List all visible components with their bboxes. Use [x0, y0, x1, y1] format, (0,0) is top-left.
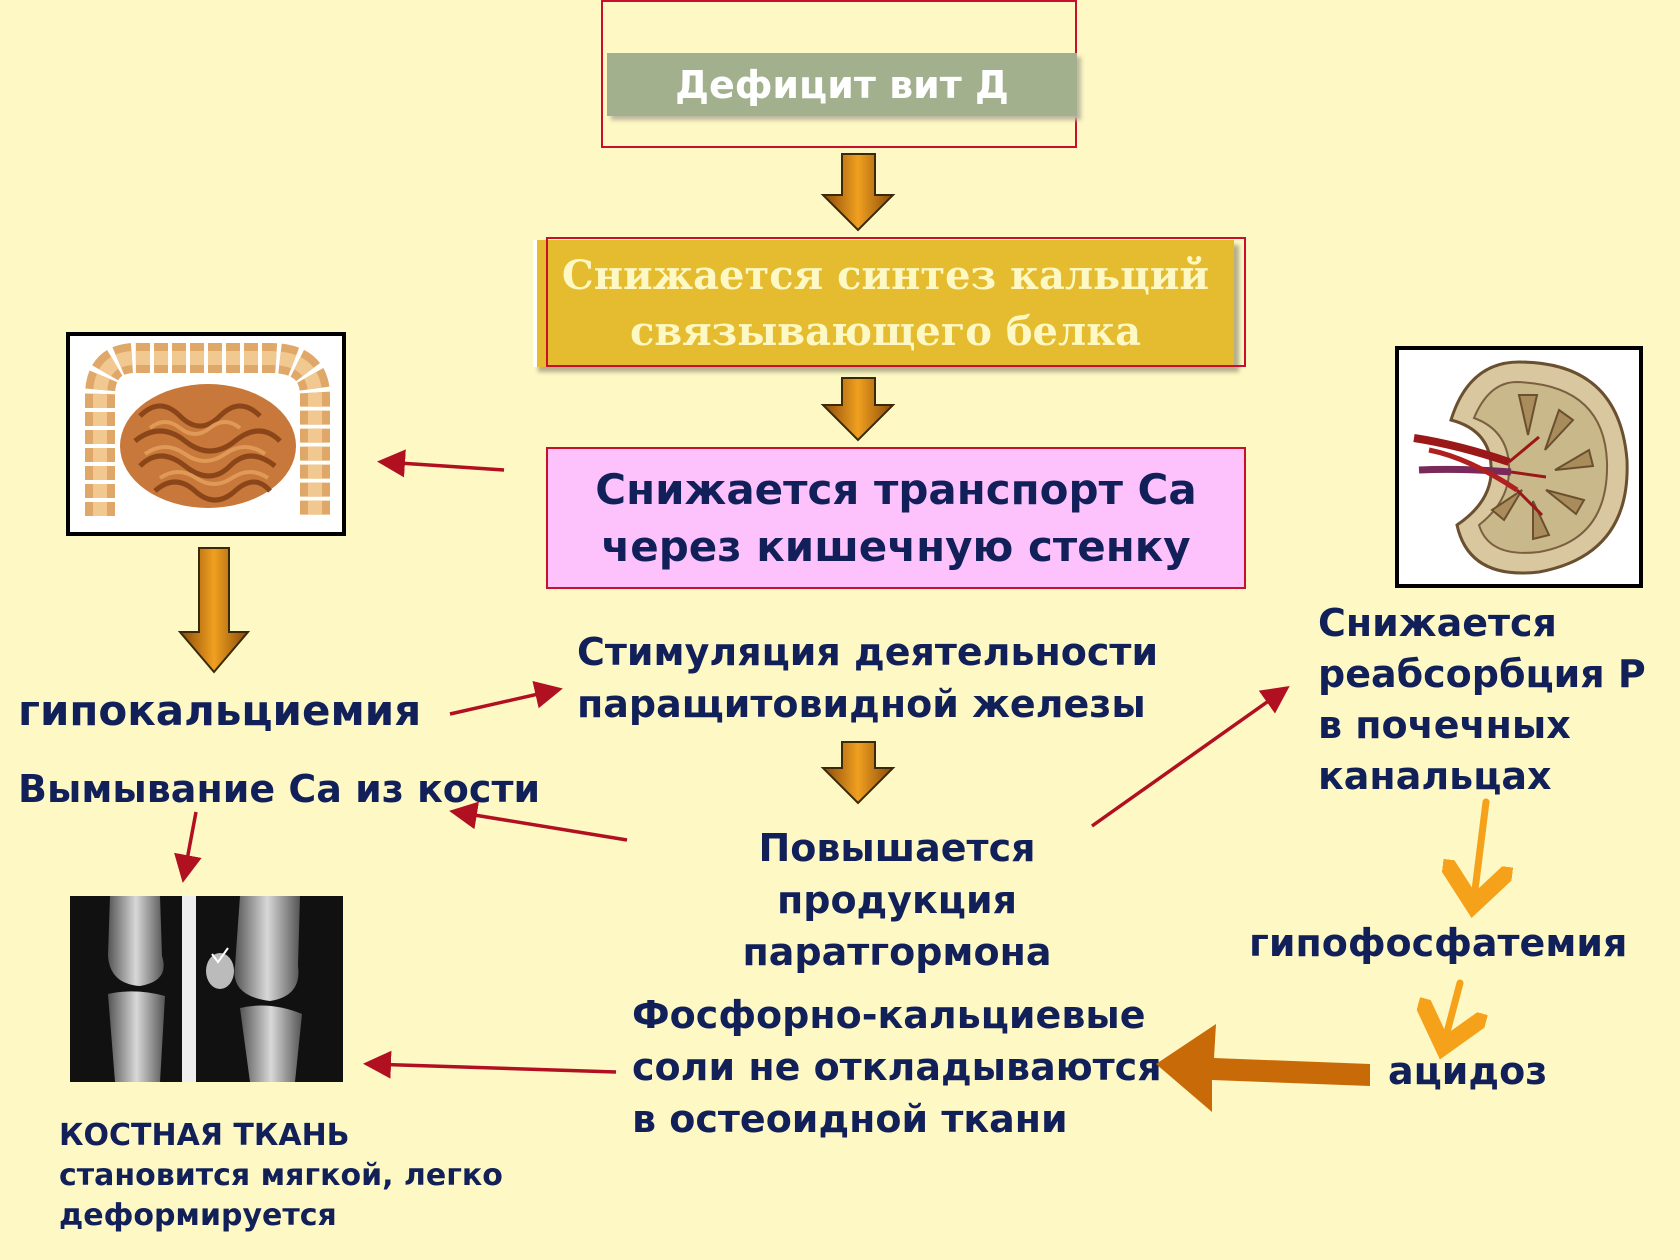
synthesis-box: Снижается синтез кальций связывающего бе…	[533, 240, 1234, 367]
block-arrow-4	[177, 547, 251, 674]
salts-line-1: Фосфорно-кальциевые	[632, 993, 1146, 1037]
arrow-washout-to-xray	[174, 811, 202, 883]
kidney-image	[1395, 346, 1643, 588]
arrow-acidosis-to-salts	[1156, 1024, 1370, 1112]
arrow-salts-to-xray	[363, 1050, 617, 1079]
synthesis-line-2: связывающего белка	[629, 307, 1142, 355]
reabsorption-line-3: в почечных	[1318, 703, 1571, 747]
salts-line-2: соли не откладываются	[632, 1045, 1162, 1089]
reabsorption-line-1: Снижается	[1318, 601, 1557, 645]
reabsorption-line-2: реабсорбция Р	[1318, 652, 1646, 696]
synthesis-box-frame	[546, 237, 1246, 367]
transport-box: Снижается транспорт Са через кишечную ст…	[546, 447, 1246, 589]
xray-image	[70, 896, 343, 1082]
stimulation-line-2: паращитовидной железы	[577, 682, 1146, 726]
arrow-pth-to-reabsorption	[1090, 685, 1290, 828]
block-arrow-2	[820, 377, 896, 442]
pth-line-2: паратгормона	[742, 930, 1052, 974]
arrow-hypophosphatemia-to-acidosis	[1445, 979, 1460, 1040]
intestine-illustration	[85, 342, 330, 516]
pth-label: Повышается продукция паратгормона	[632, 822, 1162, 978]
arrow-hypocalcemia-to-stimulation	[449, 680, 563, 716]
kidney-illustration	[1413, 360, 1629, 575]
arrow-reabsorption-to-hypophosphatemia	[1474, 798, 1486, 898]
arrow-pth-to-washout	[449, 801, 628, 842]
stimulation-label: Стимуляция деятельности паращитовидной ж…	[577, 626, 1158, 730]
salts-label: Фосфорно-кальциевые соли не откладываютс…	[632, 989, 1162, 1145]
hypophosphatemia-label: гипофосфатемия	[1249, 921, 1628, 965]
salts-line-3: в остеоидной ткани	[632, 1097, 1068, 1141]
reabsorption-label: Снижается реабсорбция Р в почечных канал…	[1318, 598, 1646, 802]
reabsorption-line-4: канальцах	[1318, 754, 1552, 798]
transport-line-2: через кишечную стенку	[601, 522, 1191, 571]
intestine-image	[66, 332, 346, 536]
transport-line-1: Снижается транспорт Са	[595, 465, 1197, 514]
bone-tissue-label: КОСТНАЯ ТКАНЬ становится мягкой, легко д…	[59, 1116, 503, 1236]
hypocalcemia-label: гипокальциемия	[18, 686, 422, 735]
bone-desc-line-2: деформируется	[59, 1198, 337, 1233]
stimulation-line-1: Стимуляция деятельности	[577, 630, 1159, 674]
arrow-transport-to-intestine	[377, 449, 505, 478]
block-arrow-1	[820, 153, 896, 232]
vitd-deficiency-box: Дефицит вит Д	[607, 53, 1077, 116]
knee-xray	[108, 896, 302, 1082]
pth-line-1: Повышается продукция	[758, 826, 1036, 922]
bone-title: КОСТНАЯ ТКАНЬ	[59, 1118, 350, 1153]
block-arrow-3	[820, 741, 896, 805]
synthesis-line-1: Снижается синтез кальций	[561, 251, 1210, 299]
bone-desc-line-1: становится мягкой, легко	[59, 1158, 503, 1193]
